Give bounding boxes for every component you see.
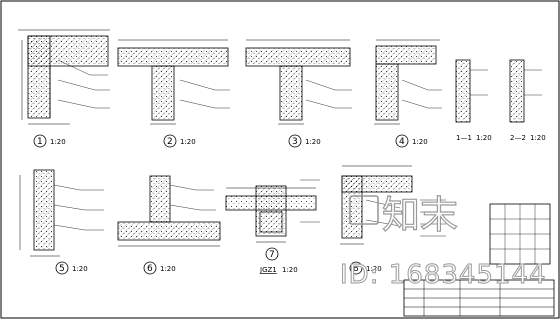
section-2-2-label: 2—2 [510,134,526,142]
detail-8-scale: 1:20 [366,265,382,273]
detail-6-scale: 1:20 [160,265,176,273]
detail-2-marker [163,134,177,148]
detail-4-drawing [374,39,442,125]
detail-2-number: 2 [167,137,173,147]
section-2-2-drawing [509,59,542,123]
watermark-id-text: ID: 168345144 [340,260,547,290]
detail-1-marker [33,134,47,148]
detail-1-drawing [18,29,110,125]
detail-3-marker [288,134,302,148]
title-block-table [403,279,555,317]
detail-5-scale: 1:20 [72,265,88,273]
detail-6-marker [143,261,157,275]
detail-8-number: 8 [353,264,359,274]
detail-1-number: 1 [37,137,43,147]
detail-3-scale: 1:20 [305,138,321,146]
detail-1-scale: 1:20 [50,138,66,146]
detail-4-scale: 1:20 [412,138,428,146]
detail-6-number: 6 [147,264,153,274]
detail-6-drawing [117,175,221,247]
section-2-2-scale: 1:20 [530,134,546,142]
watermark-logo-text: 知末 [382,193,458,237]
column-detail-scale: 1:20 [282,266,298,274]
detail-4-marker [395,134,409,148]
detail-2-drawing [117,39,230,125]
rebar-grid-detail [489,203,551,265]
detail-7-marker [265,247,279,261]
section-1-1-scale: 1:20 [476,134,492,142]
detail-8-marker [349,261,363,275]
detail-5-drawing [19,169,104,257]
watermark: 知末 ID: 168345144 [340,192,547,290]
detail-5-marker [55,261,69,275]
detail-7-drawing [225,179,320,243]
detail-2-scale: 1:20 [180,138,196,146]
detail-7-number: 7 [269,250,275,260]
detail-4-number: 4 [399,137,405,147]
detail-8-drawing [340,165,446,245]
column-detail-label: JGZ1 [259,266,277,274]
section-1-1-label: 1—1 [456,134,472,142]
detail-3-drawing [245,39,352,125]
section-1-1-drawing [455,59,488,123]
watermark-logo-box [349,195,379,225]
detail-5-number: 5 [59,264,65,274]
detail-3-number: 3 [292,137,298,147]
